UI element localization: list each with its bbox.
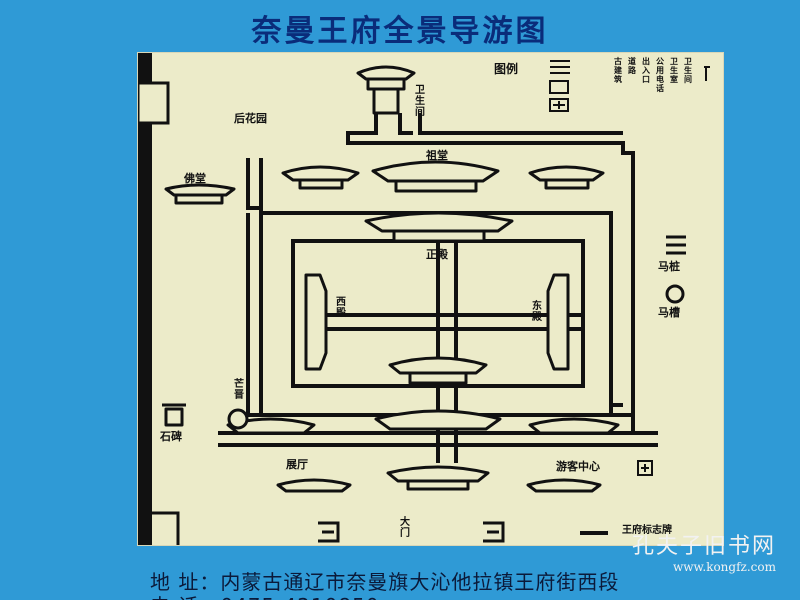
label-visitor-center: 游客中心 [556,460,600,473]
guide-map: 角楼 后花园 卫生间 祖堂 佛堂 正殿 西殿 东殿 马桩 马槽 芒晋 石碑 展厅… [138,53,723,545]
left-side-hall-roof [281,165,360,182]
label-stele: 石碑 [160,430,182,443]
label-mangjin: 芒晋 [234,379,244,401]
left-wall [138,53,152,545]
ancestral-hall-roof [371,160,500,183]
watermark-text: 孔夫子旧书网 [631,534,776,559]
label-back-garden: 后花园 [234,112,267,125]
label-ancestral-hall: 祖堂 [426,149,448,162]
east-hall [546,273,570,371]
north-marker-icon [704,66,710,81]
front-left-roof [276,478,352,493]
address-line: 地 址：内蒙古通辽市奈曼旗大沁他拉镇王府街西段 [150,570,620,594]
label-west-hall: 西殿 [336,297,346,319]
label-main-hall: 正殿 [426,248,448,261]
north-path [346,113,635,413]
phone-line: 电 话：0475-4210850 [150,590,380,600]
map-drawing [138,53,710,545]
main-hall-roof [364,211,514,233]
watermark: 孔夫子旧书网 www.kongfz.com [632,528,776,574]
label-exhibition-hall: 展厅 [286,458,308,471]
page-title: 奈曼王府全景导游图 [251,14,549,49]
inner-gate-roof [388,356,488,375]
legend-item-ancient-building: 古建筑 [614,57,622,84]
second-gate-roof [374,409,502,431]
corner-tower [138,81,170,125]
top-tower-roof [356,65,416,81]
visitor-center-roof [528,417,620,435]
horse-post-icon [666,235,686,255]
label-front-gate: 大门 [400,517,410,539]
legend-item-toilet: 卫生间 [684,57,692,84]
label-horse-post: 马桩 [658,260,680,273]
right-side-hall-roof [528,165,605,182]
watermark-url: www.kongfz.com [672,560,776,574]
label-signboard: 王府标志牌 [622,525,672,536]
label-toilet-top: 卫生间 [415,85,425,118]
entrance-right-icon [483,521,505,543]
entrance-left-icon [318,521,340,543]
legend-item-phone: 公用电话 [656,57,664,93]
label-horse-trough: 马槽 [658,306,680,319]
stele-body [164,407,184,427]
mangjin-circle-icon [227,408,249,430]
horse-trough-icon [665,284,685,304]
front-right-roof [526,478,602,493]
west-hall [304,273,328,371]
legend-item-entrance: 出入口 [642,57,650,84]
legend-icons [549,60,570,112]
legend-item-road: 道路 [628,57,636,75]
buddhist-hall-roof [164,183,236,197]
top-tower-base [372,87,400,115]
label-corner-tower: 角楼 [140,97,150,119]
legend-item-clinic: 卫生室 [670,57,678,84]
label-buddhist-hall: 佛堂 [184,172,206,185]
front-gate-roof [386,465,490,483]
legend-title: 图例 [494,62,519,76]
label-east-hall: 东殿 [532,301,542,323]
